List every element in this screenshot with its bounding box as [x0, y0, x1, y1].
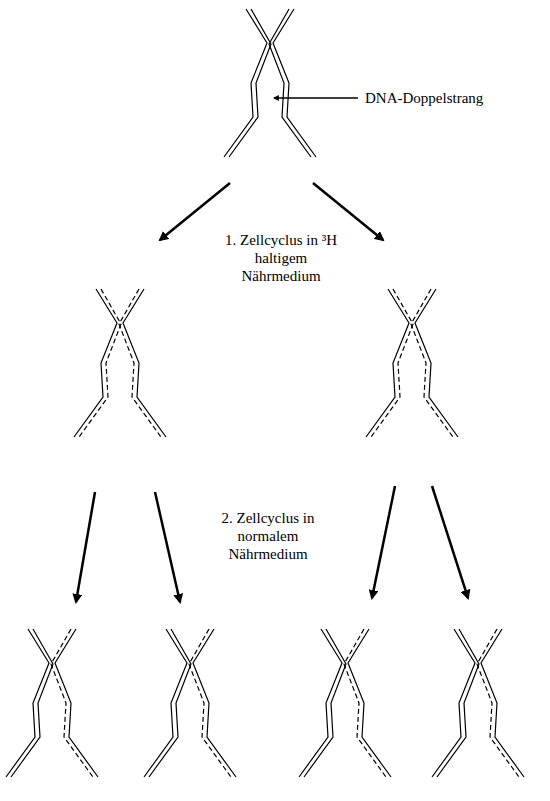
chromosome — [6, 629, 98, 777]
generation-arrows — [76, 183, 468, 602]
chromosome — [432, 629, 524, 777]
step-label: 1. Zellcyclus in ³H haltigem Nährmedium — [222, 231, 340, 285]
chromosome — [144, 629, 236, 777]
chromosome — [224, 9, 316, 157]
pointer-arrow — [274, 97, 358, 99]
step-label: 2. Zellcyclus in normalem Nährmedium — [198, 509, 338, 563]
callout-label: DNA-Doppelstrang — [365, 89, 535, 107]
chromosome — [74, 289, 166, 437]
chromosome — [299, 629, 391, 777]
chromosome — [366, 289, 458, 437]
